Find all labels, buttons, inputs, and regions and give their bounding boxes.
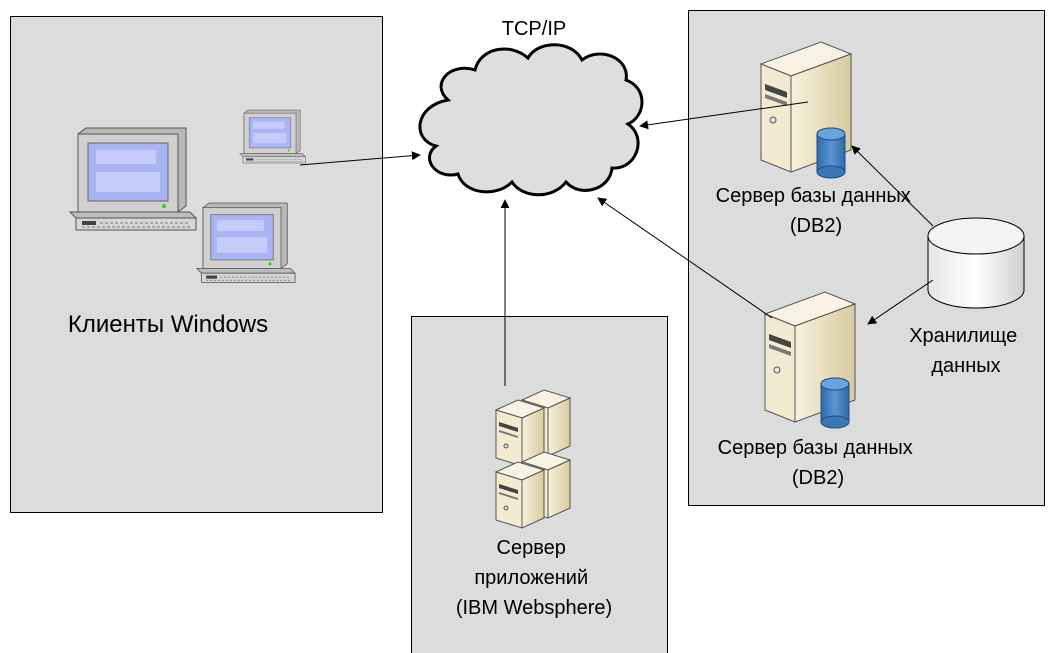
db-server-1-label: Сервер базы данных (DB2) [716,185,917,237]
tcp-ip-label: TCP/IP [502,18,566,40]
data-storage-label: Хранилище данных [909,325,1023,377]
app-server-label: Сервер приложений (IBM Websphere) [456,537,612,619]
db2-to-network-arrow [597,197,773,319]
storage-to-db1-arrow [851,145,934,227]
app-server-icon [495,389,571,529]
network-cloud [418,43,644,197]
client-pc-small [239,109,306,164]
clients-panel [10,16,383,513]
storage-to-db2-arrow [867,279,934,325]
data-storage-icon [927,217,1025,309]
client-pc-medium [196,202,296,283]
client-to-network-arrow [299,151,421,166]
db-server-1-icon [760,41,852,179]
db1-to-network-arrow [639,101,809,130]
client-pc-large [69,127,197,231]
clients-label: Клиенты Windows [68,311,268,338]
db-server-2-icon [764,291,856,429]
db-server-2-label: Сервер базы данных (DB2) [718,437,919,489]
